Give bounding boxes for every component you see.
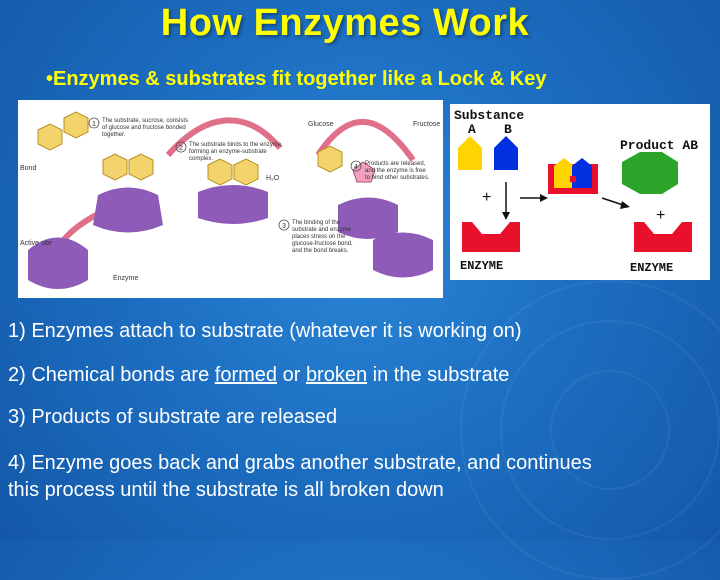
arrow-right-1 xyxy=(520,194,548,202)
plus-sign-2: + xyxy=(656,207,665,224)
enzyme-shape-1 xyxy=(28,237,88,289)
enzyme-label-left: ENZYME xyxy=(460,259,503,273)
step-4-number: 4 xyxy=(354,164,358,171)
product-ab-shape xyxy=(622,152,678,194)
plus-sign-1: + xyxy=(482,189,491,206)
point-3: 3) Products of substrate are released xyxy=(8,406,338,428)
arrow-right-2 xyxy=(601,197,630,209)
substance-a-shape xyxy=(458,136,482,170)
enzyme-shape-right xyxy=(634,222,692,252)
substance-b-label: B xyxy=(504,122,512,137)
step-4-line-3: to bind other substrates. xyxy=(365,175,430,181)
step-2-marker xyxy=(175,141,187,153)
enzyme-shape-free xyxy=(373,232,433,278)
substrate-sucrose xyxy=(37,111,89,151)
step-3-line-4: glucose-fructose bond, xyxy=(292,241,353,247)
step-3-line-5: and the bond breaks. xyxy=(292,248,349,254)
cycle-arrow-2 xyxy=(315,118,416,162)
step-1-marker xyxy=(88,117,100,129)
point-1: 1) Enzymes attach to substrate (whatever… xyxy=(8,320,522,342)
enzyme-substrate-complex-1 xyxy=(93,153,163,233)
step-3-marker xyxy=(278,219,290,231)
step-2-line-3: complex. xyxy=(189,156,213,162)
enzyme-substrate-complex-2 xyxy=(198,158,268,224)
step-4-marker xyxy=(350,160,362,172)
product-label: Product AB xyxy=(620,138,698,153)
enzyme-shape-left xyxy=(462,222,520,252)
active-site-label: Active site xyxy=(20,240,52,247)
lock-and-key-diagram: Substance A B Product AB + + xyxy=(450,104,710,280)
bond-label: Bond xyxy=(20,165,36,172)
step-2-number: 2 xyxy=(179,145,183,152)
enzyme-substrate-complex xyxy=(548,158,598,194)
arrow-down-1 xyxy=(502,182,510,220)
step-4-line-2: and the enzyme is free xyxy=(365,168,426,174)
products-released xyxy=(317,145,398,239)
lock-and-key-svg: Substance A B Product AB + + xyxy=(454,108,698,275)
point-2-broken: broken xyxy=(305,364,368,386)
point-2-formed: formed xyxy=(214,364,278,386)
step-1-line-2: of glucose and fructose bonded xyxy=(102,125,186,131)
substance-b-shape xyxy=(494,136,518,170)
point-2: 2) Chemical bonds are formed or broken i… xyxy=(8,362,509,388)
enzyme-label-right: ENZYME xyxy=(630,261,673,275)
enzyme-cycle-diagram: Bond Active site Enzyme Glucose Fructose… xyxy=(18,100,443,298)
step-2-line-1: The substrate binds to the enzyme, xyxy=(189,142,283,148)
step-4-line-1: Products are released, xyxy=(365,161,426,167)
substance-label: Substance xyxy=(454,108,524,123)
point-2-post: in the substrate xyxy=(367,364,510,386)
enzyme-cycle-svg: Bond Active site Enzyme Glucose Fructose… xyxy=(20,111,440,289)
step-3-line-2: substrate and enzyme xyxy=(292,227,352,233)
step-1-line-3: together. xyxy=(102,132,126,138)
step-2-line-2: forming an enzyme-substrate xyxy=(189,149,267,155)
point-2-pre: 2) Chemical bonds are xyxy=(8,364,215,386)
enzyme-label: Enzyme xyxy=(113,275,138,282)
slide-subtitle: •Enzymes & substrates fit together like … xyxy=(46,68,547,90)
glucose-label: Glucose xyxy=(308,121,334,128)
fructose-label: Fructose xyxy=(413,121,440,128)
cycle-arrow-1 xyxy=(165,117,283,157)
point-4-line-1: 4) Enzyme goes back and grabs another su… xyxy=(8,452,592,474)
slide-title: How Enzymes Work xyxy=(160,2,530,44)
substance-a-label: A xyxy=(468,122,476,137)
step-3-line-3: places stress on the xyxy=(292,234,346,240)
step-3-line-1: The binding of the xyxy=(292,220,341,226)
step-1-number: 1 xyxy=(92,121,96,128)
step-3-number: 3 xyxy=(282,223,286,230)
point-4-line-2: this process until the substrate is all … xyxy=(8,479,444,501)
step-1-line-1: The substrate, sucrose, consists xyxy=(102,118,188,124)
point-2-mid: or xyxy=(277,364,306,386)
background-ripples xyxy=(460,280,720,580)
h2o-label: H₂O xyxy=(266,175,280,182)
